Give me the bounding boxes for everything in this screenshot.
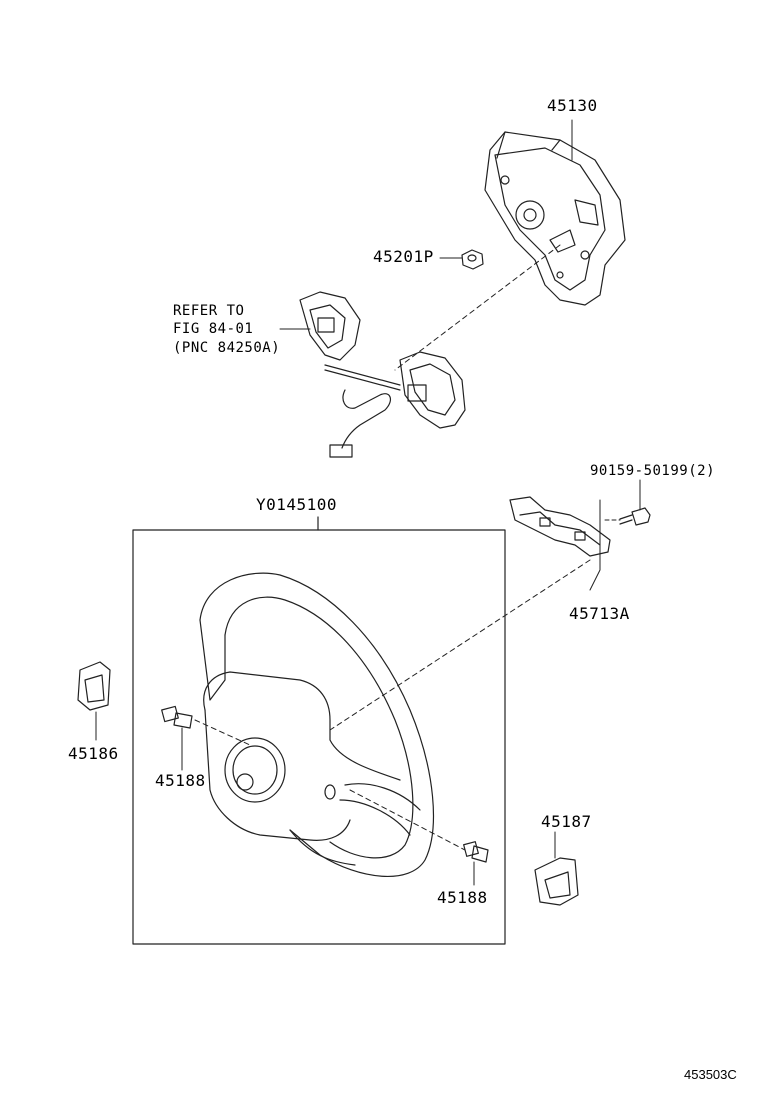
nut-part (462, 250, 483, 269)
figure-id: 453503C (684, 1067, 737, 1082)
label-bracket: 45713A (569, 604, 630, 623)
leader-lines (96, 120, 640, 885)
label-airbag: 45130 (547, 96, 598, 115)
cover-left (78, 662, 110, 710)
bracket-part (510, 497, 610, 556)
label-cover-left: 45186 (68, 744, 119, 763)
switch-assembly (300, 292, 465, 457)
screw-right (464, 842, 488, 862)
label-bolt-spec: 90159-50199(2) (590, 463, 716, 479)
wheel-assembly-box (133, 530, 505, 944)
steering-wheel (200, 573, 433, 876)
label-screw-left: 45188 (155, 771, 206, 790)
cover-right (535, 858, 578, 905)
label-cover-right: 45187 (541, 812, 592, 831)
label-screw-right: 45188 (437, 888, 488, 907)
label-refer-line3: (PNC 84250A) (173, 340, 281, 356)
label-wheel-assembly: Y0145100 (256, 495, 338, 514)
label-refer-line2: FIG 84-01 (173, 321, 254, 337)
label-refer-line1: REFER TO (173, 303, 245, 319)
screw-left (162, 706, 192, 728)
label-nut: 45201P (373, 247, 434, 266)
airbag-module (485, 132, 625, 305)
bolt-part (620, 508, 650, 525)
